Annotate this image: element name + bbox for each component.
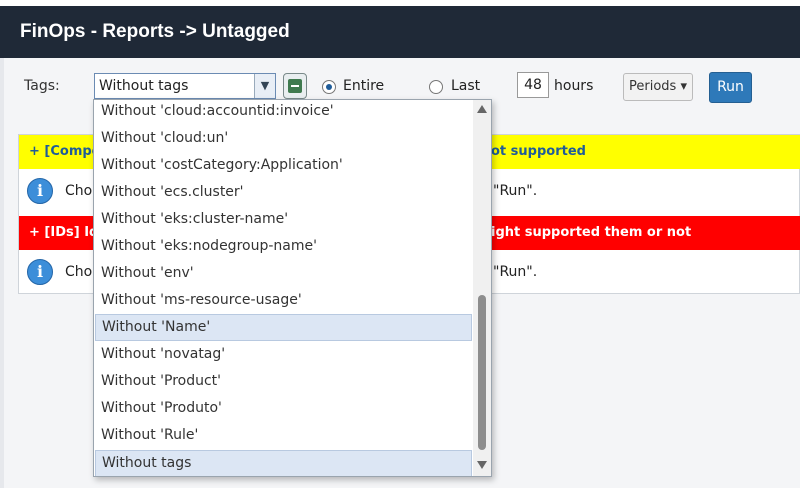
dropdown-option[interactable]: Without 'env' xyxy=(101,265,194,281)
dropdown-option[interactable]: Without 'Rule' xyxy=(101,427,199,443)
hours-input[interactable]: 48 xyxy=(517,72,549,98)
info-message: i Choo "Run". xyxy=(19,169,800,215)
dropdown-option[interactable]: Without 'ms-resource-usage' xyxy=(101,292,302,308)
info-message: i Choo "Run". xyxy=(19,250,800,296)
info-text-tail: "Run". xyxy=(493,264,538,280)
dropdown-option[interactable]: Without 'novatag' xyxy=(101,346,226,362)
tags-dropdown-list[interactable]: Without 'cloud:accountid:invoice' Withou… xyxy=(93,99,492,477)
tags-select[interactable]: Without tags ▼ xyxy=(94,73,276,99)
top-strip xyxy=(0,0,800,6)
dropdown-option[interactable]: Without 'cloud:un' xyxy=(101,130,229,146)
remove-tag-button[interactable] xyxy=(283,73,307,99)
radio-entire[interactable] xyxy=(322,80,336,94)
dropdown-option-selected[interactable]: Without tags xyxy=(95,450,472,476)
info-icon: i xyxy=(27,178,53,204)
filter-toolbar: Tags: Without tags ▼ Entire Last 48 hour… xyxy=(0,58,800,118)
chevron-down-icon[interactable]: ▼ xyxy=(254,74,275,98)
info-text-tail: "Run". xyxy=(493,183,538,199)
section-composite-label-tail: ot supported xyxy=(491,144,586,159)
tags-label: Tags: xyxy=(24,78,60,94)
page-title: FinOps - Reports -> Untagged xyxy=(0,6,800,58)
radio-last-label: Last xyxy=(451,78,481,94)
dropdown-option-hovered[interactable]: Without 'Name' xyxy=(95,314,472,341)
tags-select-value: Without tags xyxy=(99,78,189,94)
info-text: Choo xyxy=(65,183,101,199)
scroll-thumb[interactable] xyxy=(478,295,486,450)
dropdown-option[interactable]: Without 'costCategory:Application' xyxy=(101,157,343,173)
dropdown-option[interactable]: Without 'eks:nodegroup-name' xyxy=(101,238,317,254)
left-edge xyxy=(0,58,4,488)
info-icon: i xyxy=(27,259,53,285)
minus-icon xyxy=(288,79,302,93)
dropdown-option[interactable]: Without 'Produto' xyxy=(101,400,222,416)
section-ids-label: + [IDs] Ide xyxy=(29,225,108,240)
dropdown-option[interactable]: Without 'ecs.cluster' xyxy=(101,184,244,200)
dropdown-scrollbar[interactable] xyxy=(473,100,491,476)
dropdown-option[interactable]: Without 'eks:cluster-name' xyxy=(101,211,289,227)
radio-entire-label: Entire xyxy=(343,78,385,94)
periods-button[interactable]: Periods ▾ xyxy=(623,73,693,101)
section-composite-label: + [Compo xyxy=(29,144,101,159)
scroll-up-arrow-icon[interactable] xyxy=(477,105,487,113)
dropdown-option[interactable]: Without 'Product' xyxy=(101,373,222,389)
radio-last[interactable] xyxy=(429,80,443,94)
hours-label: hours xyxy=(554,78,594,94)
run-button[interactable]: Run xyxy=(709,72,752,103)
info-text: Choo xyxy=(65,264,101,280)
section-ids-label-tail: ight supported them or not xyxy=(491,225,692,240)
scroll-down-arrow-icon[interactable] xyxy=(477,461,487,469)
dropdown-option[interactable]: Without 'cloud:accountid:invoice' xyxy=(101,103,334,119)
